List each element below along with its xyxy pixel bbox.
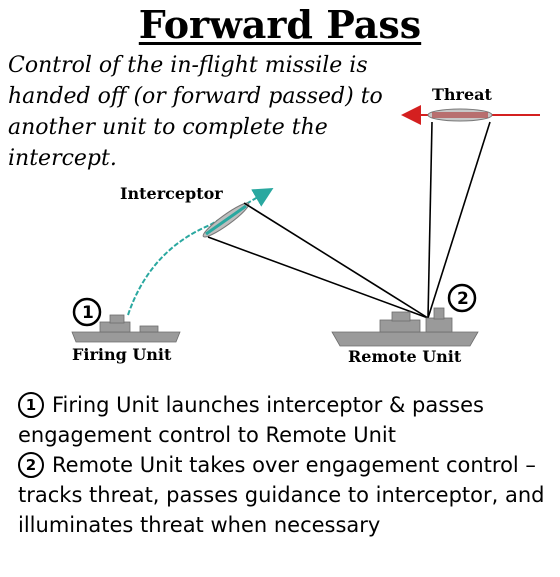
threat-label: Threat	[432, 85, 493, 104]
description-text: Control of the in-flight missile is hand…	[8, 53, 383, 171]
step-1-text: Firing Unit launches interceptor & passe…	[18, 393, 484, 447]
remote-unit-label: Remote Unit	[348, 347, 462, 366]
interceptor-missile-icon	[202, 202, 250, 238]
step-2-text: Remote Unit takes over engagement contro…	[18, 453, 545, 537]
page-title: Forward Pass	[138, 2, 422, 47]
interceptor-flight-path	[127, 187, 274, 316]
step-2-number: 2	[18, 452, 44, 478]
step-1-number: 1	[18, 392, 44, 418]
firing-unit-label: Firing Unit	[72, 345, 172, 364]
remote-unit-ship-icon	[331, 307, 479, 347]
marker-1-number: 1	[82, 303, 94, 323]
guidance-beams	[207, 121, 491, 319]
threat-missile-icon	[427, 108, 493, 122]
marker-1	[72, 297, 102, 327]
firing-unit-ship-icon	[71, 314, 181, 343]
marker-2-number: 2	[457, 289, 469, 309]
interceptor-label: Interceptor	[120, 184, 223, 203]
marker-2	[447, 283, 477, 313]
forward-pass-diagram: Threat Interceptor 1 Firing Unit 2 Remot…	[71, 85, 540, 366]
